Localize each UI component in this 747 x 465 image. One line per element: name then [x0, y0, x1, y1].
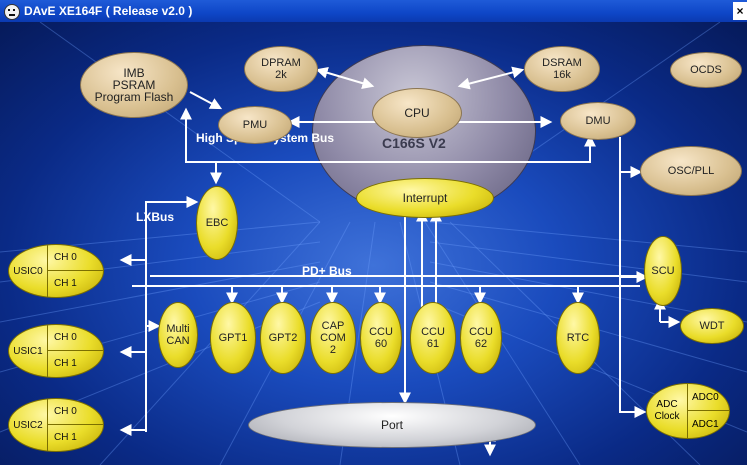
ccu61-label-1: CCU: [421, 326, 445, 338]
gpt1-node[interactable]: GPT1: [210, 302, 256, 374]
usic0-ch1[interactable]: CH 1: [47, 271, 103, 297]
pd-bus-label: PD+ Bus: [302, 264, 352, 278]
imb-label: IMB: [123, 66, 145, 80]
wdt-label: WDT: [699, 320, 725, 332]
dmu-node[interactable]: DMU: [560, 102, 636, 140]
capcom2-label-1: CAP: [321, 320, 345, 332]
usic2-ch1[interactable]: CH 1: [47, 425, 103, 451]
adc0[interactable]: ADC0: [687, 384, 729, 411]
adc-clock-label-2: Clock: [654, 411, 680, 422]
usic0-node[interactable]: USIC0 CH 0 CH 1: [8, 244, 104, 298]
ccu60-label-1: CCU: [369, 326, 393, 338]
dsram-label: DSRAM: [542, 57, 582, 69]
usic1-ch0[interactable]: CH 0: [47, 325, 103, 351]
usic1-node[interactable]: USIC1 CH 0 CH 1: [8, 324, 104, 378]
cpu-node[interactable]: CPU: [372, 88, 462, 138]
osc-pll-label: OSC/PLL: [667, 165, 715, 177]
lxbus-label: LXBus: [136, 210, 175, 224]
wdt-node[interactable]: WDT: [680, 308, 744, 344]
ebc-node[interactable]: EBC: [196, 186, 238, 260]
usic1-label: USIC1: [13, 345, 43, 357]
interrupt-label: Interrupt: [402, 191, 448, 205]
port-label: Port: [380, 418, 403, 432]
rtc-node[interactable]: RTC: [556, 302, 600, 374]
port-node[interactable]: Port: [248, 402, 536, 448]
program-flash-label: Program Flash: [94, 90, 174, 104]
ccu60-label-2: 60: [374, 338, 388, 350]
gpt1-label: GPT1: [218, 332, 248, 344]
dsram-size: 16k: [553, 69, 571, 81]
adc-clock-label-1: ADC: [656, 399, 678, 410]
usic2-ch0[interactable]: CH 0: [47, 399, 103, 425]
osc-pll-node[interactable]: OSC/PLL: [640, 146, 742, 196]
usic0-ch0[interactable]: CH 0: [47, 245, 103, 271]
window-title: DAvE XE164F ( Release v2.0 ): [24, 4, 193, 18]
usic2-label: USIC2: [13, 419, 43, 431]
dpram-size: 2k: [275, 69, 287, 81]
scu-label: SCU: [651, 265, 675, 277]
usic0-label: USIC0: [13, 265, 43, 277]
scu-node[interactable]: SCU: [644, 236, 682, 306]
imb-psram-flash-node[interactable]: IMB PSRAM Program Flash: [80, 52, 188, 118]
rtc-label: RTC: [566, 332, 590, 344]
ccu62-label-1: CCU: [469, 326, 493, 338]
ocds-node[interactable]: OCDS: [670, 52, 742, 88]
usic1-ch1[interactable]: CH 1: [47, 351, 103, 377]
ebc-label: EBC: [205, 217, 229, 229]
ccu61-label-2: 61: [426, 338, 440, 350]
ccu62-label-2: 62: [474, 338, 488, 350]
capcom2-label-2: COM: [320, 332, 346, 344]
close-button[interactable]: ×: [733, 2, 747, 20]
bus-lines: [119, 66, 681, 457]
gpt2-node[interactable]: GPT2: [260, 302, 306, 374]
capcom2-label-3: 2: [329, 344, 337, 356]
dpram-label: DPRAM: [261, 57, 301, 69]
pmu-label: PMU: [242, 119, 268, 131]
adc1[interactable]: ADC1: [687, 411, 729, 438]
app-skull-icon: [4, 4, 20, 20]
multican-label-1: Multi: [166, 323, 190, 335]
psram-label: PSRAM: [112, 78, 156, 92]
dpram-node[interactable]: DPRAM 2k: [244, 46, 318, 92]
pmu-node[interactable]: PMU: [218, 106, 292, 144]
usic2-node[interactable]: USIC2 CH 0 CH 1: [8, 398, 104, 452]
interrupt-node[interactable]: Interrupt: [356, 178, 494, 218]
gpt2-label: GPT2: [268, 332, 298, 344]
dsram-node[interactable]: DSRAM 16k: [524, 46, 600, 92]
title-bar: DAvE XE164F ( Release v2.0 ) ×: [0, 0, 747, 22]
block-diagram: C166S V2: [0, 22, 747, 465]
dmu-label: DMU: [585, 115, 611, 127]
multican-label-2: CAN: [166, 335, 190, 347]
cpu-label: CPU: [404, 106, 430, 120]
ocds-label: OCDS: [690, 64, 722, 76]
